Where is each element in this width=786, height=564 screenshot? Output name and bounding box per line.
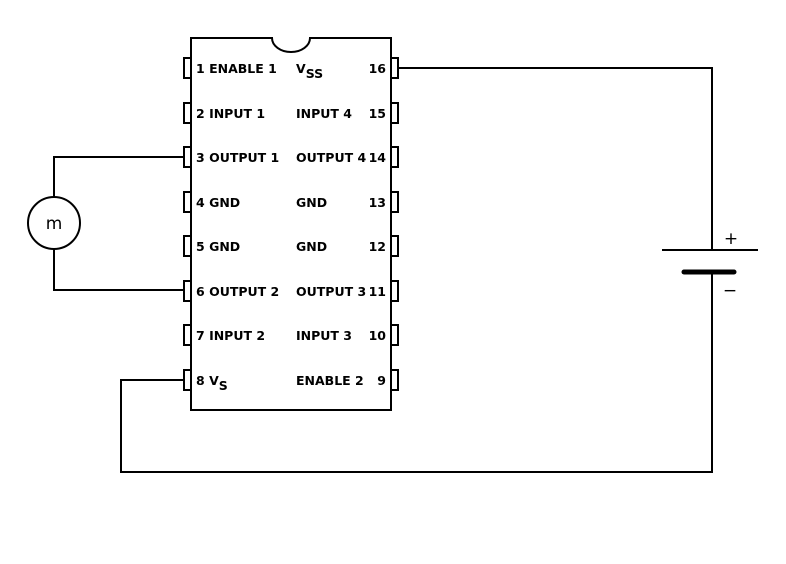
battery-plus-sign: + (724, 229, 738, 249)
pin-text: V (296, 61, 306, 76)
pin-15 (390, 102, 399, 124)
pin-label-3: 3 OUTPUT 1 (196, 150, 279, 165)
pin-number: 7 (196, 328, 209, 343)
pin-3 (183, 146, 192, 168)
pin-10 (390, 324, 399, 346)
pin-label-12: GND (296, 239, 327, 254)
pin-label-8: 8 VS (196, 373, 228, 393)
pin-label-11: OUTPUT 3 (296, 284, 366, 299)
pin-label-1: 1 ENABLE 1 (196, 61, 277, 76)
pin-number: 12 (369, 239, 386, 254)
pin-text: GND (209, 239, 240, 254)
pin-number: 11 (369, 284, 386, 299)
pin-5 (183, 235, 192, 257)
pin-label-7: 7 INPUT 2 (196, 328, 265, 343)
pin-number: 15 (369, 106, 386, 121)
pin-text: INPUT 1 (209, 106, 265, 121)
pin-1 (183, 57, 192, 79)
pin-11 (390, 280, 399, 302)
pin-4 (183, 191, 192, 213)
pin-label-5: 5 GND (196, 239, 240, 254)
wire-output1-motor (53, 156, 184, 197)
wire-battery-vs (120, 272, 713, 473)
pin-label-13: GND (296, 195, 327, 210)
pin-label-10: INPUT 3 (296, 328, 352, 343)
pin-text: OUTPUT 3 (296, 284, 366, 299)
wire-vss-battery (398, 67, 713, 250)
pin-label-9: ENABLE 2 (296, 373, 364, 388)
pin-text: ENABLE 2 (296, 373, 364, 388)
pin-text: GND (209, 195, 240, 210)
pin-9 (390, 369, 399, 391)
pin-number: 1 (196, 61, 209, 76)
pin-number: 2 (196, 106, 209, 121)
pin-text: V (209, 373, 219, 388)
pin-text: GND (296, 195, 327, 210)
pin-subscript: SS (306, 66, 323, 81)
pin-number: 4 (196, 195, 209, 210)
pin-16 (390, 57, 399, 79)
pin-text: GND (296, 239, 327, 254)
pin-label-16: VSS (296, 61, 323, 81)
motor-label: m (46, 214, 63, 234)
pin-label-14: OUTPUT 4 (296, 150, 366, 165)
pin-number: 8 (196, 373, 209, 388)
battery-minus-sign: − (723, 281, 737, 301)
pin-text: INPUT 3 (296, 328, 352, 343)
pin-number: 5 (196, 239, 209, 254)
pin-number: 3 (196, 150, 209, 165)
pin-text: OUTPUT 1 (209, 150, 279, 165)
pin-text: OUTPUT 2 (209, 284, 279, 299)
wire-motor-output2 (53, 249, 184, 291)
pin-subscript: S (219, 378, 228, 393)
pin-label-6: 6 OUTPUT 2 (196, 284, 279, 299)
pin-text: INPUT 2 (209, 328, 265, 343)
pin-12 (390, 235, 399, 257)
pin-label-15: INPUT 4 (296, 106, 352, 121)
pin-number: 16 (369, 61, 387, 76)
pin-number: 14 (369, 150, 387, 165)
pin-8 (183, 369, 192, 391)
pin-7 (183, 324, 192, 346)
pin-number: 6 (196, 284, 209, 299)
pin-14 (390, 146, 399, 168)
pin-13 (390, 191, 399, 213)
pin-number: 10 (369, 328, 387, 343)
pin-text: ENABLE 1 (209, 61, 277, 76)
pin-number: 13 (369, 195, 386, 210)
pin-text: INPUT 4 (296, 106, 352, 121)
pin-2 (183, 102, 192, 124)
pin-6 (183, 280, 192, 302)
pin-text: OUTPUT 4 (296, 150, 366, 165)
pin-label-2: 2 INPUT 1 (196, 106, 265, 121)
pin-label-4: 4 GND (196, 195, 240, 210)
pin-number: 9 (377, 373, 386, 388)
chip-body (190, 37, 392, 411)
